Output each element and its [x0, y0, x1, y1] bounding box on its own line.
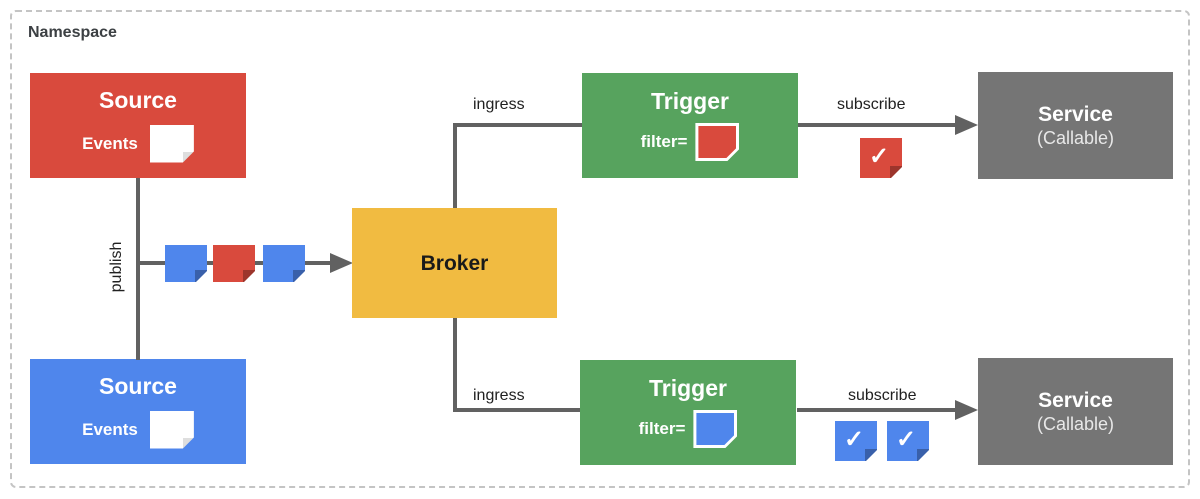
events-label: Events	[82, 133, 138, 153]
check-note-red-icon: ✓	[860, 138, 902, 178]
service-bottom-title: Service	[1038, 389, 1113, 412]
broker-box: Broker	[352, 208, 557, 318]
service-top-subtitle: (Callable)	[1036, 128, 1115, 148]
ingress-bottom-vertical-line	[453, 318, 457, 412]
trigger-top-box: Trigger filter=	[582, 73, 798, 178]
event-note-blue-icon	[263, 245, 305, 282]
namespace-boundary	[10, 10, 1190, 488]
broker-title: Broker	[420, 251, 489, 275]
trigger-bottom-filter-row: filter=	[639, 410, 738, 448]
namespace-label: Namespace	[28, 24, 117, 41]
ingress-top-label: ingress	[473, 96, 525, 113]
event-note-white-icon	[150, 411, 194, 449]
subscribe-top-arrow-head-icon	[955, 115, 978, 135]
publish-label: publish	[108, 241, 125, 293]
check-icon: ✓	[843, 425, 865, 453]
check-icon: ✓	[895, 425, 917, 453]
event-note-blue-icon	[165, 245, 207, 282]
check-note-blue-icon: ✓	[887, 421, 929, 461]
subscribe-bottom-label: subscribe	[848, 387, 917, 404]
trigger-bottom-title: Trigger	[649, 375, 727, 401]
source-blue-box: Source Events	[30, 359, 246, 464]
filter-note-blue-icon	[693, 410, 737, 448]
event-note-white-icon	[150, 125, 194, 163]
service-bottom-box: Service (Callable)	[978, 358, 1173, 465]
publish-vertical-line	[136, 178, 140, 360]
check-note-blue-icon: ✓	[835, 421, 877, 461]
trigger-top-title: Trigger	[651, 88, 729, 114]
ingress-top-horizontal-line	[453, 123, 582, 127]
ingress-bottom-horizontal-line	[453, 408, 580, 412]
publish-arrow-head-icon	[330, 253, 353, 273]
filter-note-red-icon	[695, 123, 739, 161]
check-icon: ✓	[868, 142, 890, 170]
source-blue-title: Source	[99, 372, 177, 399]
service-top-box: Service (Callable)	[978, 72, 1173, 179]
subscribe-bottom-line	[797, 408, 957, 412]
source-red-box: Source Events	[30, 73, 246, 178]
service-top-title: Service	[1038, 103, 1113, 126]
event-note-red-icon	[213, 245, 255, 282]
filter-label: filter=	[640, 132, 688, 151]
subscribe-bottom-arrow-head-icon	[955, 400, 978, 420]
events-label: Events	[82, 419, 138, 439]
ingress-bottom-label: ingress	[473, 387, 525, 404]
subscribe-top-line	[798, 123, 957, 127]
source-blue-events-row: Events	[82, 411, 194, 449]
subscribe-top-label: subscribe	[837, 96, 906, 113]
ingress-top-vertical-line	[453, 123, 457, 208]
filter-label: filter=	[638, 419, 686, 438]
trigger-top-filter-row: filter=	[641, 123, 740, 161]
source-red-title: Source	[99, 86, 177, 113]
service-bottom-subtitle: (Callable)	[1036, 414, 1115, 434]
source-red-events-row: Events	[82, 125, 194, 163]
trigger-bottom-box: Trigger filter=	[580, 360, 796, 465]
